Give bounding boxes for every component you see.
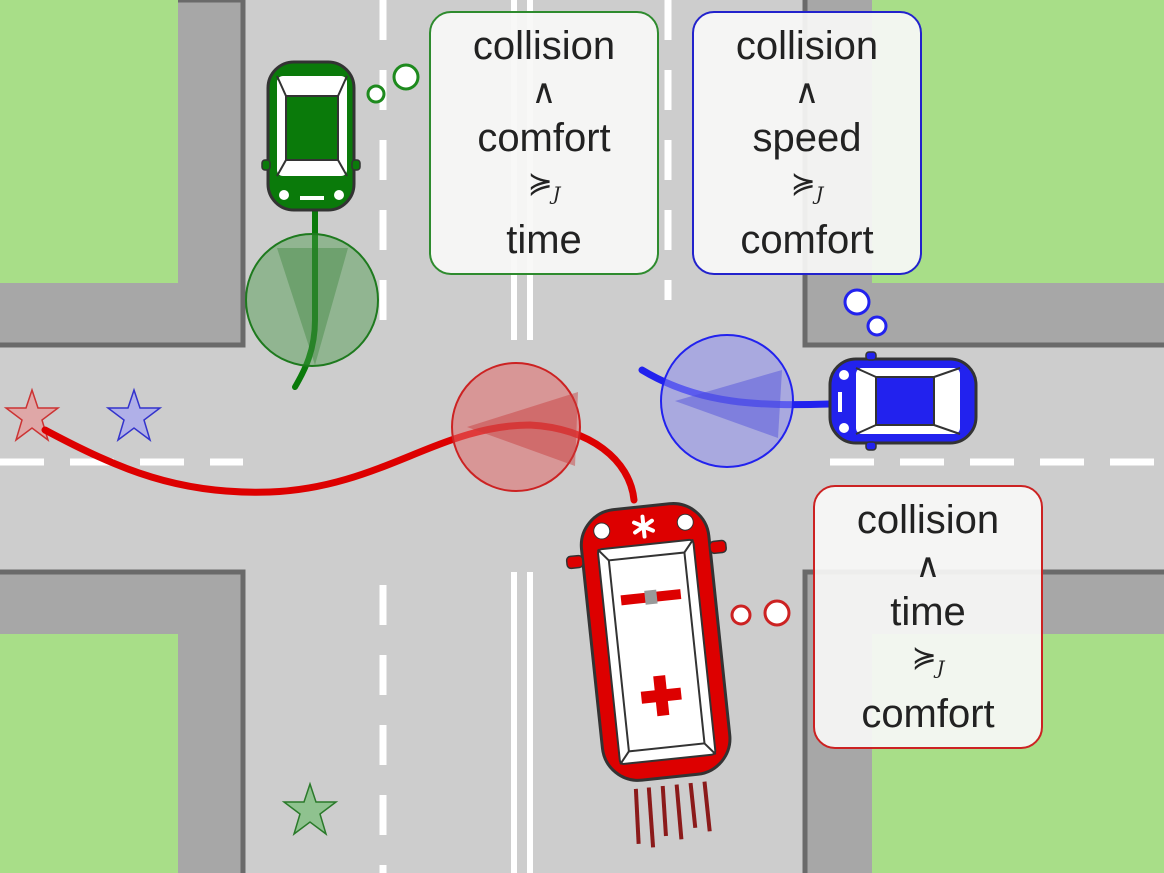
relation-subscript: J	[936, 657, 945, 679]
bubble-preference-relation: ≽J	[912, 635, 945, 691]
bubble-line-5: comfort	[740, 218, 874, 262]
red-thought-dot-large	[763, 599, 791, 627]
bubble-line-5: comfort	[861, 692, 995, 736]
blue-car-preference-bubble: collision ∧ speed ≽J comfort	[692, 11, 922, 275]
bubble-line-3: comfort	[477, 116, 611, 160]
green-trajectory	[292, 207, 318, 390]
relation-subscript: J	[815, 183, 824, 205]
medical-cross-icon	[640, 675, 682, 717]
block-bottom-left	[0, 569, 246, 873]
blue-prediction-region	[660, 334, 794, 468]
bubble-preference-relation: ≽J	[791, 161, 824, 217]
green-thought-dot-large	[392, 63, 420, 91]
bubble-line-1: collision	[856, 498, 1000, 542]
bubble-line-5: time	[506, 218, 582, 262]
blue-goal-star-icon	[105, 387, 163, 442]
exhaust-lines	[633, 781, 712, 848]
blue-car	[828, 351, 978, 451]
bubble-and-operator: ∧	[794, 72, 820, 112]
red-goal-star-icon	[3, 387, 61, 442]
bubble-line-3: speed	[752, 116, 862, 160]
relation-symbol: ≽	[911, 640, 937, 675]
bubble-preference-relation: ≽J	[528, 161, 561, 217]
blue-thought-dot-large	[843, 288, 871, 316]
bubble-line-1: collision	[735, 24, 879, 68]
relation-symbol: ≽	[527, 166, 553, 201]
red-trajectory	[41, 421, 638, 504]
ambulance-preference-bubble: collision ∧ time ≽J comfort	[813, 485, 1043, 749]
relation-subscript: J	[552, 183, 561, 205]
green-goal-star-icon	[281, 781, 339, 836]
green-car-preference-bubble: collision ∧ comfort ≽J time	[429, 11, 659, 275]
red-thought-dot-small	[730, 604, 752, 626]
relation-symbol: ≽	[790, 166, 816, 201]
block-top-left	[0, 0, 246, 348]
bubble-and-operator: ∧	[915, 546, 941, 586]
bubble-and-operator: ∧	[531, 72, 557, 112]
ambulance	[565, 502, 732, 848]
bubble-line-1: collision	[472, 24, 616, 68]
red-prediction-region	[451, 362, 581, 492]
green-prediction-region	[245, 233, 379, 367]
star-of-life-icon	[632, 514, 655, 539]
bubble-line-3: time	[890, 590, 966, 634]
blue-thought-dot-small	[866, 315, 888, 337]
green-car	[261, 60, 361, 212]
green-thought-dot-small	[366, 84, 386, 104]
